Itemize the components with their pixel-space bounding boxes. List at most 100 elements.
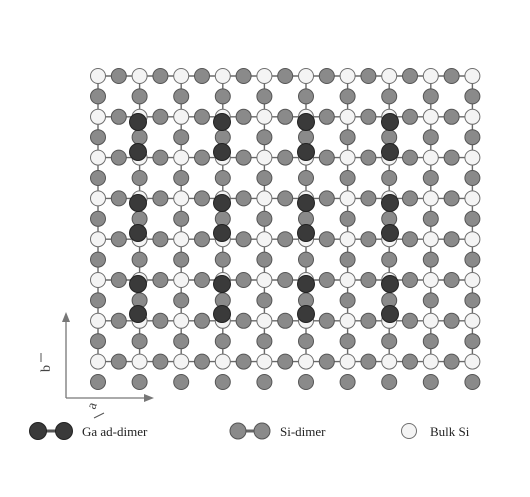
si-atom (110, 231, 127, 248)
si-atom (194, 353, 210, 370)
si-atom (360, 108, 377, 125)
si-atom (464, 129, 481, 146)
si-atom (464, 333, 481, 350)
si-atom (339, 251, 356, 268)
bulk-si-atom (422, 353, 439, 370)
bulk-si-atom (90, 190, 106, 207)
si-atom (402, 68, 418, 84)
si-atom (464, 251, 481, 268)
si-atom (360, 190, 377, 207)
legend-ga-label: Ga ad-dimer (82, 424, 148, 439)
si-atom (339, 374, 356, 390)
bulk-si-atom (298, 353, 314, 370)
ga-atom (381, 143, 399, 161)
si-atom (173, 292, 190, 309)
si-atom (339, 88, 356, 105)
legend-si-atom-right (253, 422, 271, 440)
bulk-si-atom (173, 272, 190, 288)
si-atom (194, 190, 210, 207)
si-atom (214, 374, 231, 390)
si-atom (235, 108, 252, 125)
si-atom (214, 129, 231, 146)
si-atom (194, 108, 210, 125)
si-atom (277, 68, 294, 84)
bulk-si-atom (256, 353, 273, 370)
si-atom (277, 108, 294, 125)
ga-atom (213, 305, 231, 323)
si-atom (152, 231, 169, 248)
si-atom (277, 312, 294, 329)
si-atom (90, 333, 106, 350)
si-atom (131, 210, 148, 227)
si-atom (360, 149, 377, 166)
bulk-si-atom (131, 353, 148, 370)
bulk-si-atom (173, 231, 190, 248)
bulk-si-atom (422, 149, 439, 166)
si-atom (110, 312, 127, 329)
legend-si-atom-left (229, 422, 247, 440)
si-atom (443, 68, 460, 84)
bulk-si-atom (256, 190, 273, 207)
ga-atom (129, 113, 147, 131)
si-atom (277, 149, 294, 166)
a-axis-vector-mark (93, 412, 105, 419)
si-atom (443, 312, 460, 329)
bulk-si-atom (381, 353, 398, 370)
ga-atom (297, 113, 315, 131)
si-atom (90, 210, 106, 227)
si-atom (381, 170, 398, 186)
si-atom (443, 231, 460, 248)
bulk-si-atom (464, 312, 481, 329)
si-atom (152, 272, 169, 288)
ga-atom (129, 305, 147, 323)
bulk-si-atom (464, 272, 481, 288)
bulk-si-atom (173, 149, 190, 166)
si-atom (256, 292, 273, 309)
si-atom (318, 149, 335, 166)
si-atom (152, 149, 169, 166)
si-atom (90, 88, 106, 105)
si-atom (443, 353, 460, 370)
si-atom (256, 333, 273, 350)
si-atom (173, 170, 190, 186)
legend-ga-ad-dimer: Ga ad-dimer (29, 422, 148, 440)
bulk-si-atom (256, 312, 273, 329)
bulk-si-atom (256, 108, 273, 125)
si-atom (235, 231, 252, 248)
legend-si-label: Si-dimer (280, 424, 326, 439)
ga-atom (129, 143, 147, 161)
bulk-si-atom (214, 68, 231, 84)
si-atom (422, 170, 439, 186)
ga-atom (213, 194, 231, 212)
ga-atom (381, 113, 399, 131)
si-atom (402, 353, 418, 370)
si-atom (339, 129, 356, 146)
bulk-si-atom (464, 190, 481, 207)
si-atom (298, 129, 314, 146)
si-atom (422, 129, 439, 146)
bulk-si-atom (464, 149, 481, 166)
bulk-si-atom (339, 231, 356, 248)
si-atom (464, 210, 481, 227)
si-atom (298, 88, 314, 105)
legend-ga-atom-right (55, 422, 73, 440)
si-atom (173, 88, 190, 105)
bulk-si-atom (339, 190, 356, 207)
bulk-si-atom (422, 231, 439, 248)
si-atom (360, 231, 377, 248)
si-atom (318, 108, 335, 125)
si-atom (443, 272, 460, 288)
si-atom (131, 333, 148, 350)
si-atom (110, 190, 127, 207)
si-atom (464, 292, 481, 309)
si-atom (318, 190, 335, 207)
bulk-si-atom (256, 272, 273, 288)
si-atom (360, 353, 377, 370)
bulk-si-atom (298, 68, 314, 84)
bulk-si-atom (90, 353, 106, 370)
si-atom (256, 170, 273, 186)
si-atom (402, 231, 418, 248)
si-atom (152, 312, 169, 329)
si-atom (464, 88, 481, 105)
bulk-si-atom (90, 149, 106, 166)
